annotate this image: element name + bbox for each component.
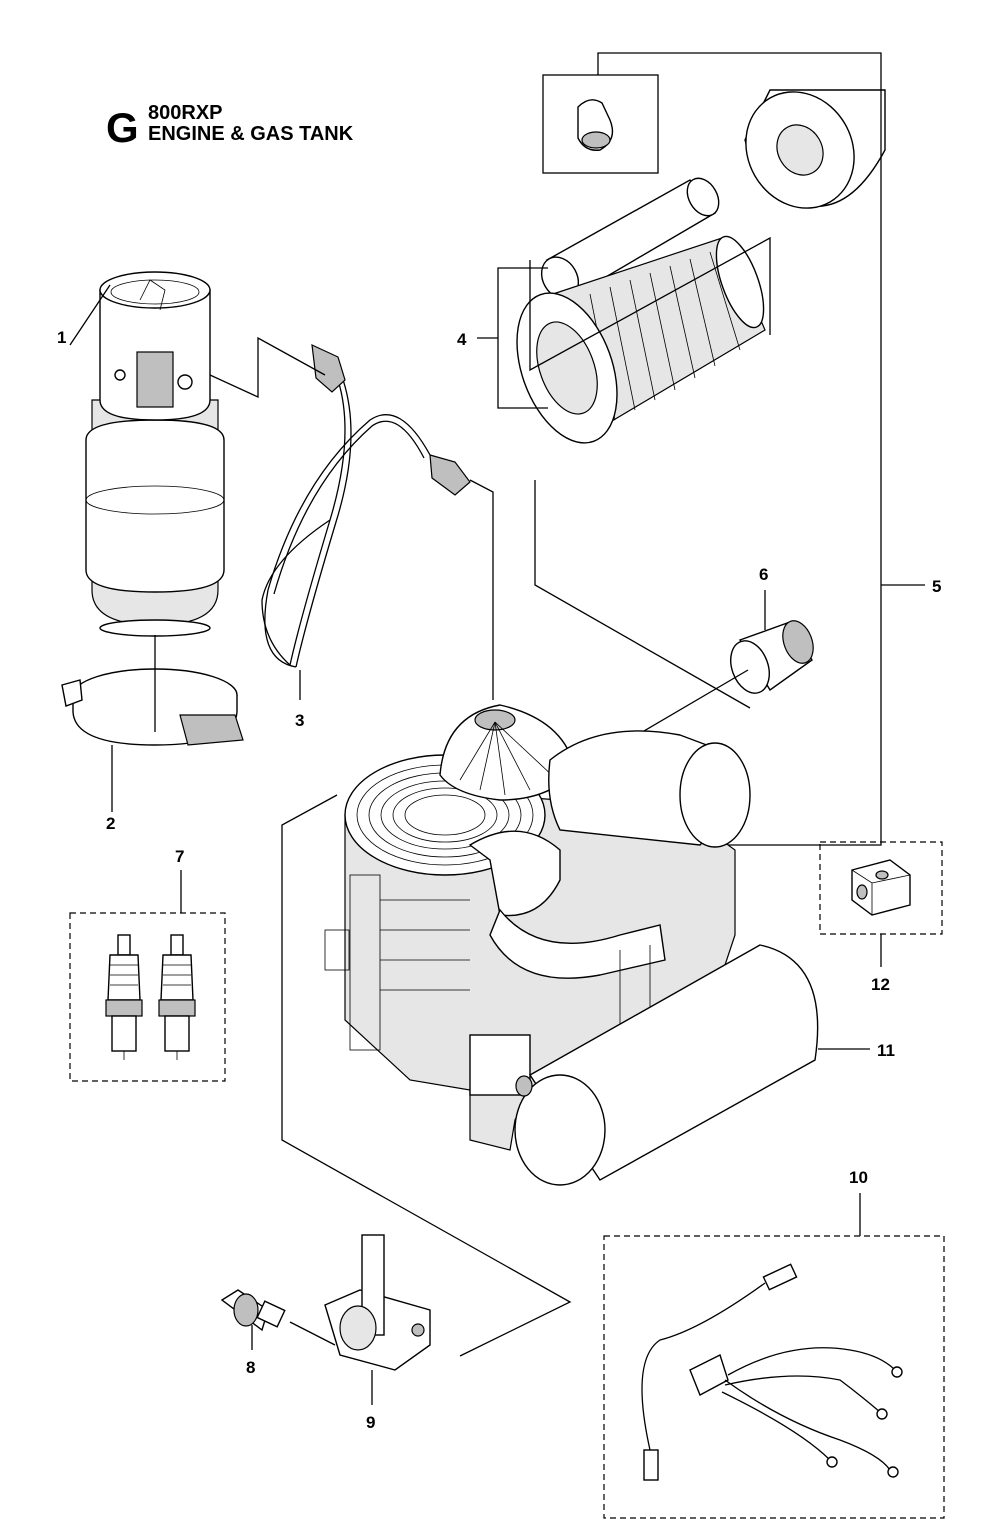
tank-strap-drawing xyxy=(61,635,244,746)
callout-1: 1 xyxy=(57,328,66,347)
callout-10: 10 xyxy=(849,1168,868,1187)
sensor-drawing xyxy=(220,1289,336,1350)
callout-12: 12 xyxy=(871,975,890,994)
callout-6: 6 xyxy=(759,565,768,584)
callout-3: 3 xyxy=(295,711,304,730)
engine-drawing xyxy=(281,704,751,1357)
gas-hose-drawing xyxy=(209,336,471,668)
leader-lines xyxy=(69,267,925,812)
section-letter: G xyxy=(106,104,139,151)
gas-tank-drawing xyxy=(85,271,225,637)
callout-7: 7 xyxy=(175,847,184,866)
wiring-harness-drawing xyxy=(603,1193,945,1519)
air-filter-drawing xyxy=(516,52,886,846)
callout-5: 5 xyxy=(932,577,941,596)
callout-2: 2 xyxy=(106,814,115,833)
spark-plugs-drawing xyxy=(69,870,226,1082)
muffler-drawing xyxy=(514,944,870,1186)
diagram-header: G 800RXP ENGINE & GAS TANK xyxy=(106,102,354,151)
regulator-drawing xyxy=(324,1234,431,1405)
callout-4: 4 xyxy=(457,330,467,349)
callout-8: 8 xyxy=(246,1358,255,1377)
callout-9: 9 xyxy=(366,1413,375,1432)
callout-numbers: 1 2 3 4 5 6 7 8 9 10 11 12 xyxy=(57,328,941,1432)
callout-11: 11 xyxy=(877,1041,895,1060)
block-drawing xyxy=(819,841,943,967)
model-name: 800RXP xyxy=(148,102,223,124)
diagram-title: ENGINE & GAS TANK xyxy=(148,123,354,145)
